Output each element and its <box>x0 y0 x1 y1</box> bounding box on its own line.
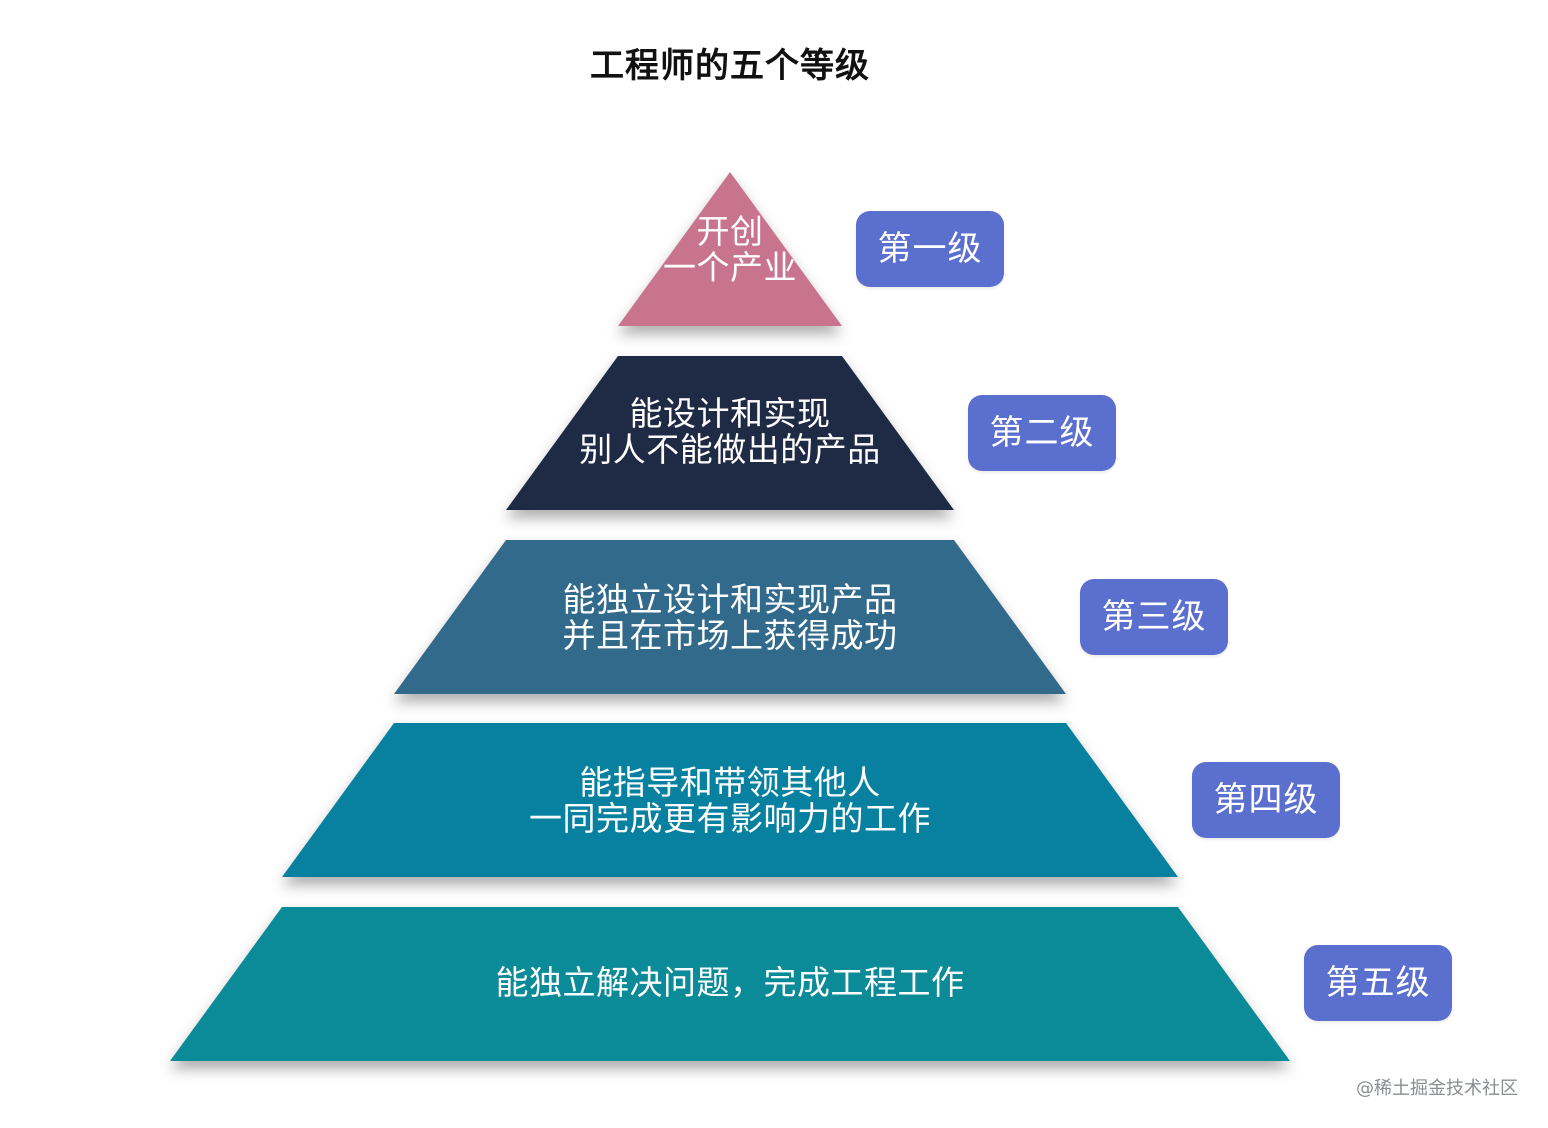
tier-4-shape <box>282 723 1178 877</box>
tier-2-text: 能设计和实现 别人不能做出的产品 <box>380 396 1080 468</box>
pyramid-tier-1: 开创 一个产业 <box>0 172 1548 326</box>
level-badge-4: 第四级 <box>1192 762 1340 838</box>
level-badge-1: 第一级 <box>856 211 1004 287</box>
tier-1-text: 开创 一个产业 <box>380 214 1080 286</box>
tier-1-line-2: 一个产业 <box>663 248 797 287</box>
watermark: @稀土掘金技术社区 <box>1356 1078 1518 1099</box>
pyramid-tier-2: 能设计和实现 别人不能做出的产品 <box>0 356 1548 510</box>
tier-3-shape <box>394 540 1066 694</box>
tier-5-line-1: 能独立解决问题，完成工程工作 <box>495 963 965 1002</box>
tier-4-text: 能指导和带领其他人 一同完成更有影响力的工作 <box>380 765 1080 837</box>
pyramid-tier-5: 能独立解决问题，完成工程工作 <box>0 907 1548 1061</box>
tier-3-line-2: 并且在市场上获得成功 <box>562 616 898 655</box>
tier-4-line-2: 一同完成更有影响力的工作 <box>529 799 931 838</box>
diagram-title: 工程师的五个等级 <box>590 46 870 86</box>
level-badge-5: 第五级 <box>1304 945 1452 1021</box>
tier-2-line-2: 别人不能做出的产品 <box>579 430 881 469</box>
level-badge-3: 第三级 <box>1080 579 1228 655</box>
tier-5-shape <box>170 907 1290 1061</box>
pyramid-tier-3: 能独立设计和实现产品 并且在市场上获得成功 <box>0 540 1548 694</box>
pyramid-tier-4: 能指导和带领其他人 一同完成更有影响力的工作 <box>0 723 1548 877</box>
tier-4-line-1: 能指导和带领其他人 <box>579 763 881 802</box>
tier-2-line-1: 能设计和实现 <box>629 394 831 433</box>
level-badge-2: 第二级 <box>968 395 1116 471</box>
tier-3-text: 能独立设计和实现产品 并且在市场上获得成功 <box>380 582 1080 654</box>
tier-3-line-1: 能独立设计和实现产品 <box>562 580 898 619</box>
tier-5-text: 能独立解决问题，完成工程工作 <box>380 965 1080 1001</box>
tier-1-line-1: 开创 <box>696 212 764 251</box>
